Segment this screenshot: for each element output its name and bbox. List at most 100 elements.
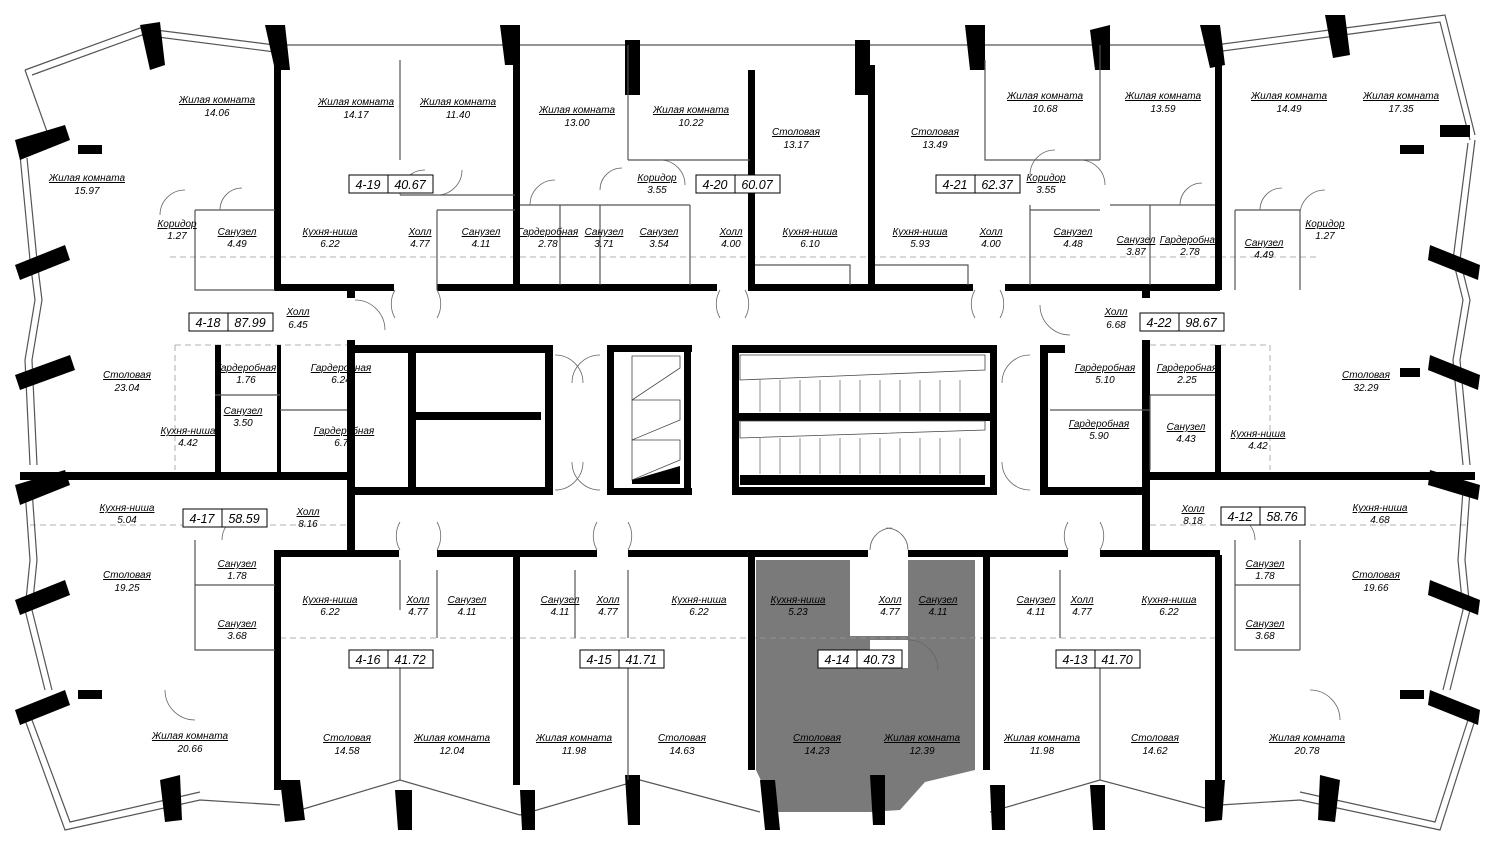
room-label-area: 4.11 xyxy=(1027,607,1046,618)
room-label-name: Кухня-ниша xyxy=(893,227,948,238)
room-label-name: Столовая xyxy=(1352,570,1401,581)
room-label-name: Гардеробная xyxy=(216,362,277,374)
room-label-name: Жилая комната xyxy=(419,97,496,108)
room-label-area: 6.22 xyxy=(320,239,340,250)
room-label-area: 32.29 xyxy=(1353,383,1378,394)
room-label-area: 6.79 xyxy=(334,438,354,449)
room-label-area: 14.62 xyxy=(1142,746,1167,757)
svg-text:4-18: 4-18 xyxy=(195,316,220,330)
room-label-area: 10.68 xyxy=(1032,104,1057,115)
room-label-name: Гардеробная xyxy=(311,362,372,374)
room-label-name: Гардеробная xyxy=(1075,362,1136,374)
room-label-area: 14.23 xyxy=(804,746,829,757)
facade-glazing xyxy=(19,14,1476,831)
room-label-area: 5.90 xyxy=(1089,431,1109,442)
svg-text:40.67: 40.67 xyxy=(394,178,426,192)
room-label-area: 13.00 xyxy=(564,118,589,129)
room-label-name: Кухня-ниша xyxy=(771,595,826,606)
room-label-name: Кухня-ниша xyxy=(100,503,155,514)
room-label-area: 6.10 xyxy=(800,239,820,250)
room-label-name: Санузел xyxy=(919,595,958,606)
room-label-area: 12.39 xyxy=(909,746,934,757)
room-label-area: 14.17 xyxy=(343,110,368,121)
room-label-name: Жилая комната xyxy=(652,105,729,116)
room-label-name: Холл xyxy=(1180,504,1204,515)
room-label-area: 5.04 xyxy=(117,515,137,526)
room-label-area: 17.35 xyxy=(1388,104,1413,115)
room-label-area: 4.77 xyxy=(410,239,430,250)
apartment-tag-4-13[interactable]: 4-13 41.70 xyxy=(1055,649,1141,669)
room-label-area: 4.42 xyxy=(178,438,198,449)
room-label-name: Холл xyxy=(718,227,742,238)
room-label-area: 6.22 xyxy=(1159,607,1179,618)
structural-walls xyxy=(15,15,1480,830)
room-label-name: Санузел xyxy=(448,595,487,606)
room-label-area: 5.23 xyxy=(788,607,808,618)
room-label-area: 12.04 xyxy=(439,746,464,757)
svg-text:4-22: 4-22 xyxy=(1146,316,1171,330)
apartment-tag-4-21[interactable]: 4-21 62.37 xyxy=(935,174,1021,194)
highlighted-apartment-4-14[interactable] xyxy=(756,560,975,812)
room-label-name: Жилая комната xyxy=(1006,91,1083,102)
svg-text:41.70: 41.70 xyxy=(1101,653,1132,667)
room-label-name: Жилая комната xyxy=(1124,91,1201,102)
room-label-name: Санузел xyxy=(640,227,679,238)
room-label-name: Санузел xyxy=(1167,422,1206,433)
room-label-name: Холл xyxy=(978,227,1002,238)
room-label-name: Санузел xyxy=(1117,235,1156,246)
room-label-name: Холл xyxy=(285,307,309,318)
room-label-area: 4.00 xyxy=(981,239,1001,250)
room-label-name: Жилая комната xyxy=(1268,733,1345,744)
room-label-area: 4.11 xyxy=(458,607,477,618)
room-label-name: Санузел xyxy=(462,227,501,238)
room-label-name: Столовая xyxy=(1342,370,1391,381)
svg-text:4-12: 4-12 xyxy=(1227,510,1252,524)
svg-text:4-21: 4-21 xyxy=(942,178,967,192)
room-label-area: 13.17 xyxy=(783,140,808,151)
room-label-name: Холл xyxy=(295,507,319,518)
room-label-area: 8.18 xyxy=(1183,516,1203,527)
room-label-area: 14.63 xyxy=(669,746,694,757)
room-label-area: 1.76 xyxy=(236,375,256,386)
room-label-area: 8.16 xyxy=(298,519,318,530)
svg-text:4-16: 4-16 xyxy=(355,653,380,667)
room-label-name: Столовая xyxy=(793,733,842,744)
apartment-tag-4-18[interactable]: 4-18 87.99 xyxy=(188,312,274,332)
svg-text:4-13: 4-13 xyxy=(1062,653,1087,667)
room-label-area: 4.11 xyxy=(472,239,491,250)
room-label-area: 6.22 xyxy=(689,607,709,618)
room-label-name: Кухня-ниша xyxy=(1231,429,1286,440)
room-label-name: Санузел xyxy=(218,227,257,238)
svg-text:62.37: 62.37 xyxy=(981,178,1013,192)
svg-text:58.59: 58.59 xyxy=(228,512,259,526)
apartment-tag-4-17[interactable]: 4-17 58.59 xyxy=(182,508,268,528)
room-label-name: Кухня-ниша xyxy=(672,595,727,606)
room-label-name: Жилая комната xyxy=(1250,91,1327,102)
room-label-name: Столовая xyxy=(323,733,372,744)
room-label-area: 13.59 xyxy=(1150,104,1175,115)
room-label-area: 14.58 xyxy=(334,746,359,757)
room-label-area: 4.49 xyxy=(227,239,247,250)
room-label-name: Столовая xyxy=(911,127,960,138)
room-label-name: Жилая комната xyxy=(1003,733,1080,744)
room-label-name: Санузел xyxy=(541,595,580,606)
room-label-area: 11.40 xyxy=(446,110,471,121)
room-label-area: 13.49 xyxy=(922,140,947,151)
svg-text:4-17: 4-17 xyxy=(189,512,215,526)
room-label-area: 2.25 xyxy=(1176,375,1197,386)
room-label-area: 4.11 xyxy=(929,607,948,618)
room-label-name: Столовая xyxy=(772,127,821,138)
svg-text:87.99: 87.99 xyxy=(234,316,265,330)
room-label-area: 19.66 xyxy=(1363,583,1388,594)
room-label-area: 4.00 xyxy=(721,239,741,250)
room-label-area: 5.10 xyxy=(1095,375,1115,386)
